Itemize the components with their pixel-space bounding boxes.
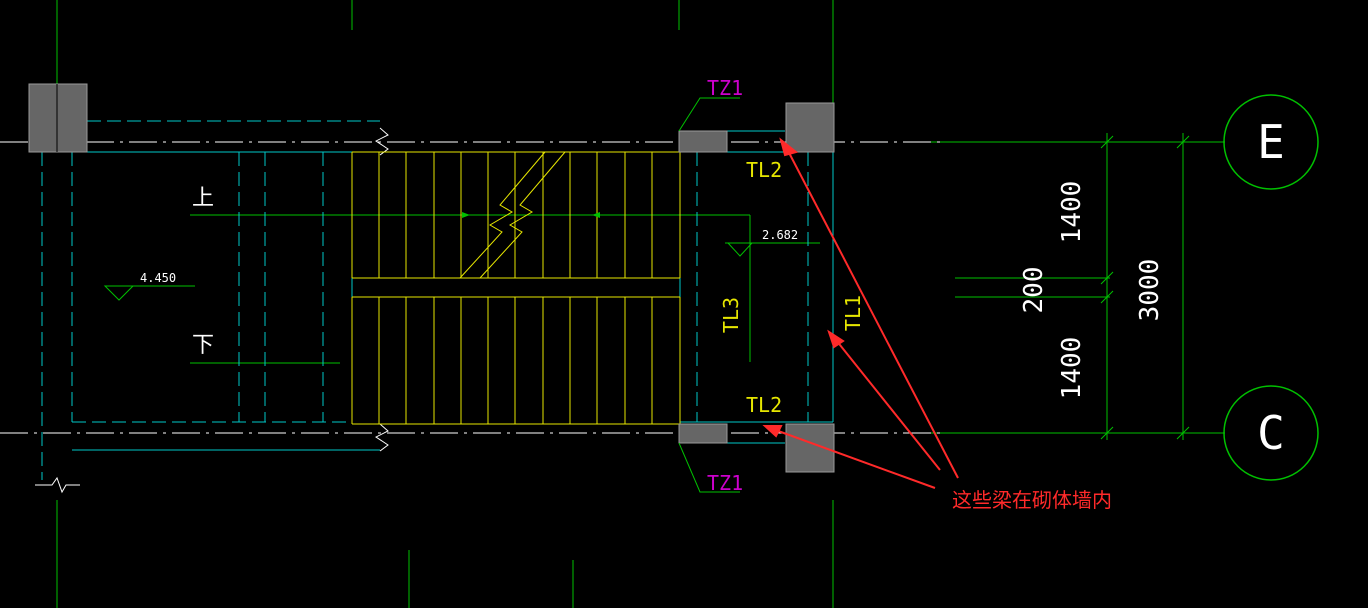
- label-tl1: TL1: [841, 295, 865, 331]
- label-tz1-bottom: TZ1: [707, 471, 743, 495]
- label-stair-down: 下: [192, 333, 214, 358]
- grid-lines: [56, 0, 1225, 608]
- break-symbols: [35, 127, 389, 494]
- column-right-top: [785, 102, 835, 153]
- axis-bubble-c[interactable]: C: [1223, 385, 1319, 481]
- elevation-symbols: [103, 242, 754, 301]
- stair-treads: [351, 151, 681, 425]
- tz1-leaders: [678, 97, 740, 493]
- dimension-total: 3000: [1135, 259, 1165, 322]
- walk-arrows: [462, 212, 600, 218]
- column-tz1-bottom: [678, 423, 728, 444]
- elevation-right: 2.682: [762, 228, 798, 242]
- axis-center-lines: [0, 141, 940, 434]
- columns: [28, 83, 835, 473]
- label-tz1-top: TZ1: [707, 76, 743, 100]
- annotation-arrows: [762, 137, 959, 489]
- dimension-middle: 200: [1019, 267, 1049, 314]
- dimension-ticks: [1100, 135, 1190, 440]
- dimension-lower: 1400: [1057, 337, 1087, 400]
- column-tz1-top: [678, 130, 728, 153]
- label-tl3: TL3: [719, 297, 743, 333]
- axis-label-c: C: [1257, 406, 1285, 460]
- label-stair-up: 上: [192, 186, 214, 211]
- axis-label-e: E: [1257, 115, 1285, 169]
- elevation-left: 4.450: [140, 271, 176, 285]
- dimension-upper: 1400: [1057, 181, 1087, 244]
- annotation-text: 这些梁在砌体墙内: [952, 488, 1112, 512]
- label-tl2-bottom: TL2: [746, 393, 782, 417]
- axis-bubble-e[interactable]: E: [1223, 94, 1319, 190]
- column-left-top: [28, 83, 88, 153]
- label-tl2-top: TL2: [746, 158, 782, 182]
